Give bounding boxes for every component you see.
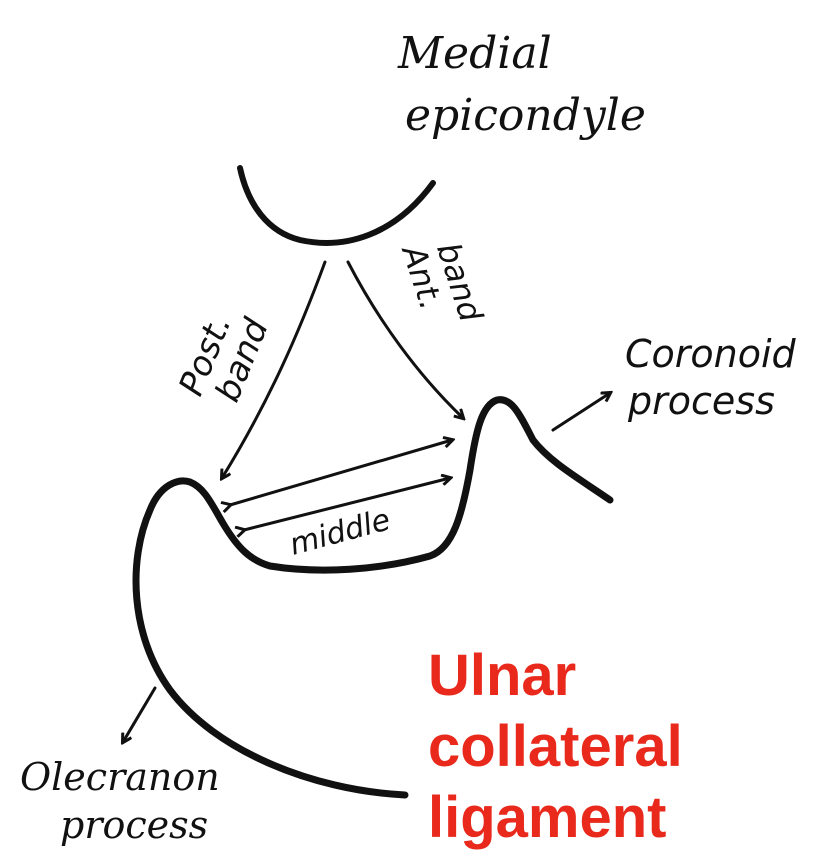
coronoid-process-label: Coronoid process [625,332,808,423]
medial-epicondyle-curve [240,168,433,243]
middle-band-arrow-upper [230,440,452,505]
ant-band-label: Ant. band [394,228,491,337]
ulnar-collateral-ligament-title: Ulnar collateral ligament [428,640,683,853]
olecranon-line-2: process [60,803,208,847]
post-band-label: Post. band [171,299,277,415]
olecranon-process-label: Olecranon process [20,755,232,847]
title-line-3: ligament [428,782,683,853]
coronoid-line-2: process [627,379,775,423]
olecranon-pointer-arrow [123,688,155,742]
medial-epicondyle-line-1: Medial [397,28,552,79]
coronoid-pointer-arrow [553,393,610,430]
coronoid-line-1: Coronoid [625,332,797,376]
title-line-1: Ulnar [428,640,683,711]
olecranon-line-1: Olecranon [20,755,220,799]
title-line-2: collateral [428,711,683,782]
medial-epicondyle-line-2: epicondyle [405,90,646,141]
middle-label: middle [286,502,394,562]
medial-epicondyle-label: Medial epicondyle [397,28,646,141]
